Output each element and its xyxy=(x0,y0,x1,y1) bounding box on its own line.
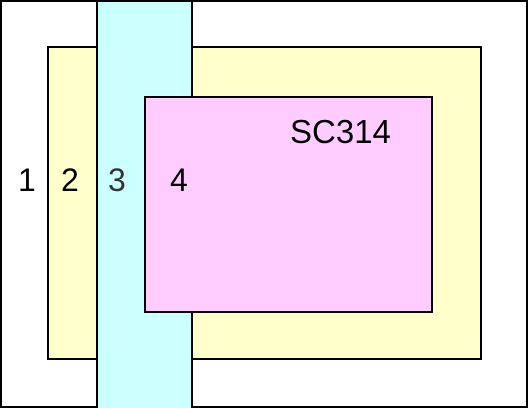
region-4-label: 4 xyxy=(170,162,188,198)
region-4-box xyxy=(144,96,433,313)
region-3-label: 3 xyxy=(108,162,126,198)
region-1-label: 1 xyxy=(18,162,36,198)
region-4-caption: SC314 xyxy=(290,113,391,150)
region-2-label: 2 xyxy=(61,162,79,198)
